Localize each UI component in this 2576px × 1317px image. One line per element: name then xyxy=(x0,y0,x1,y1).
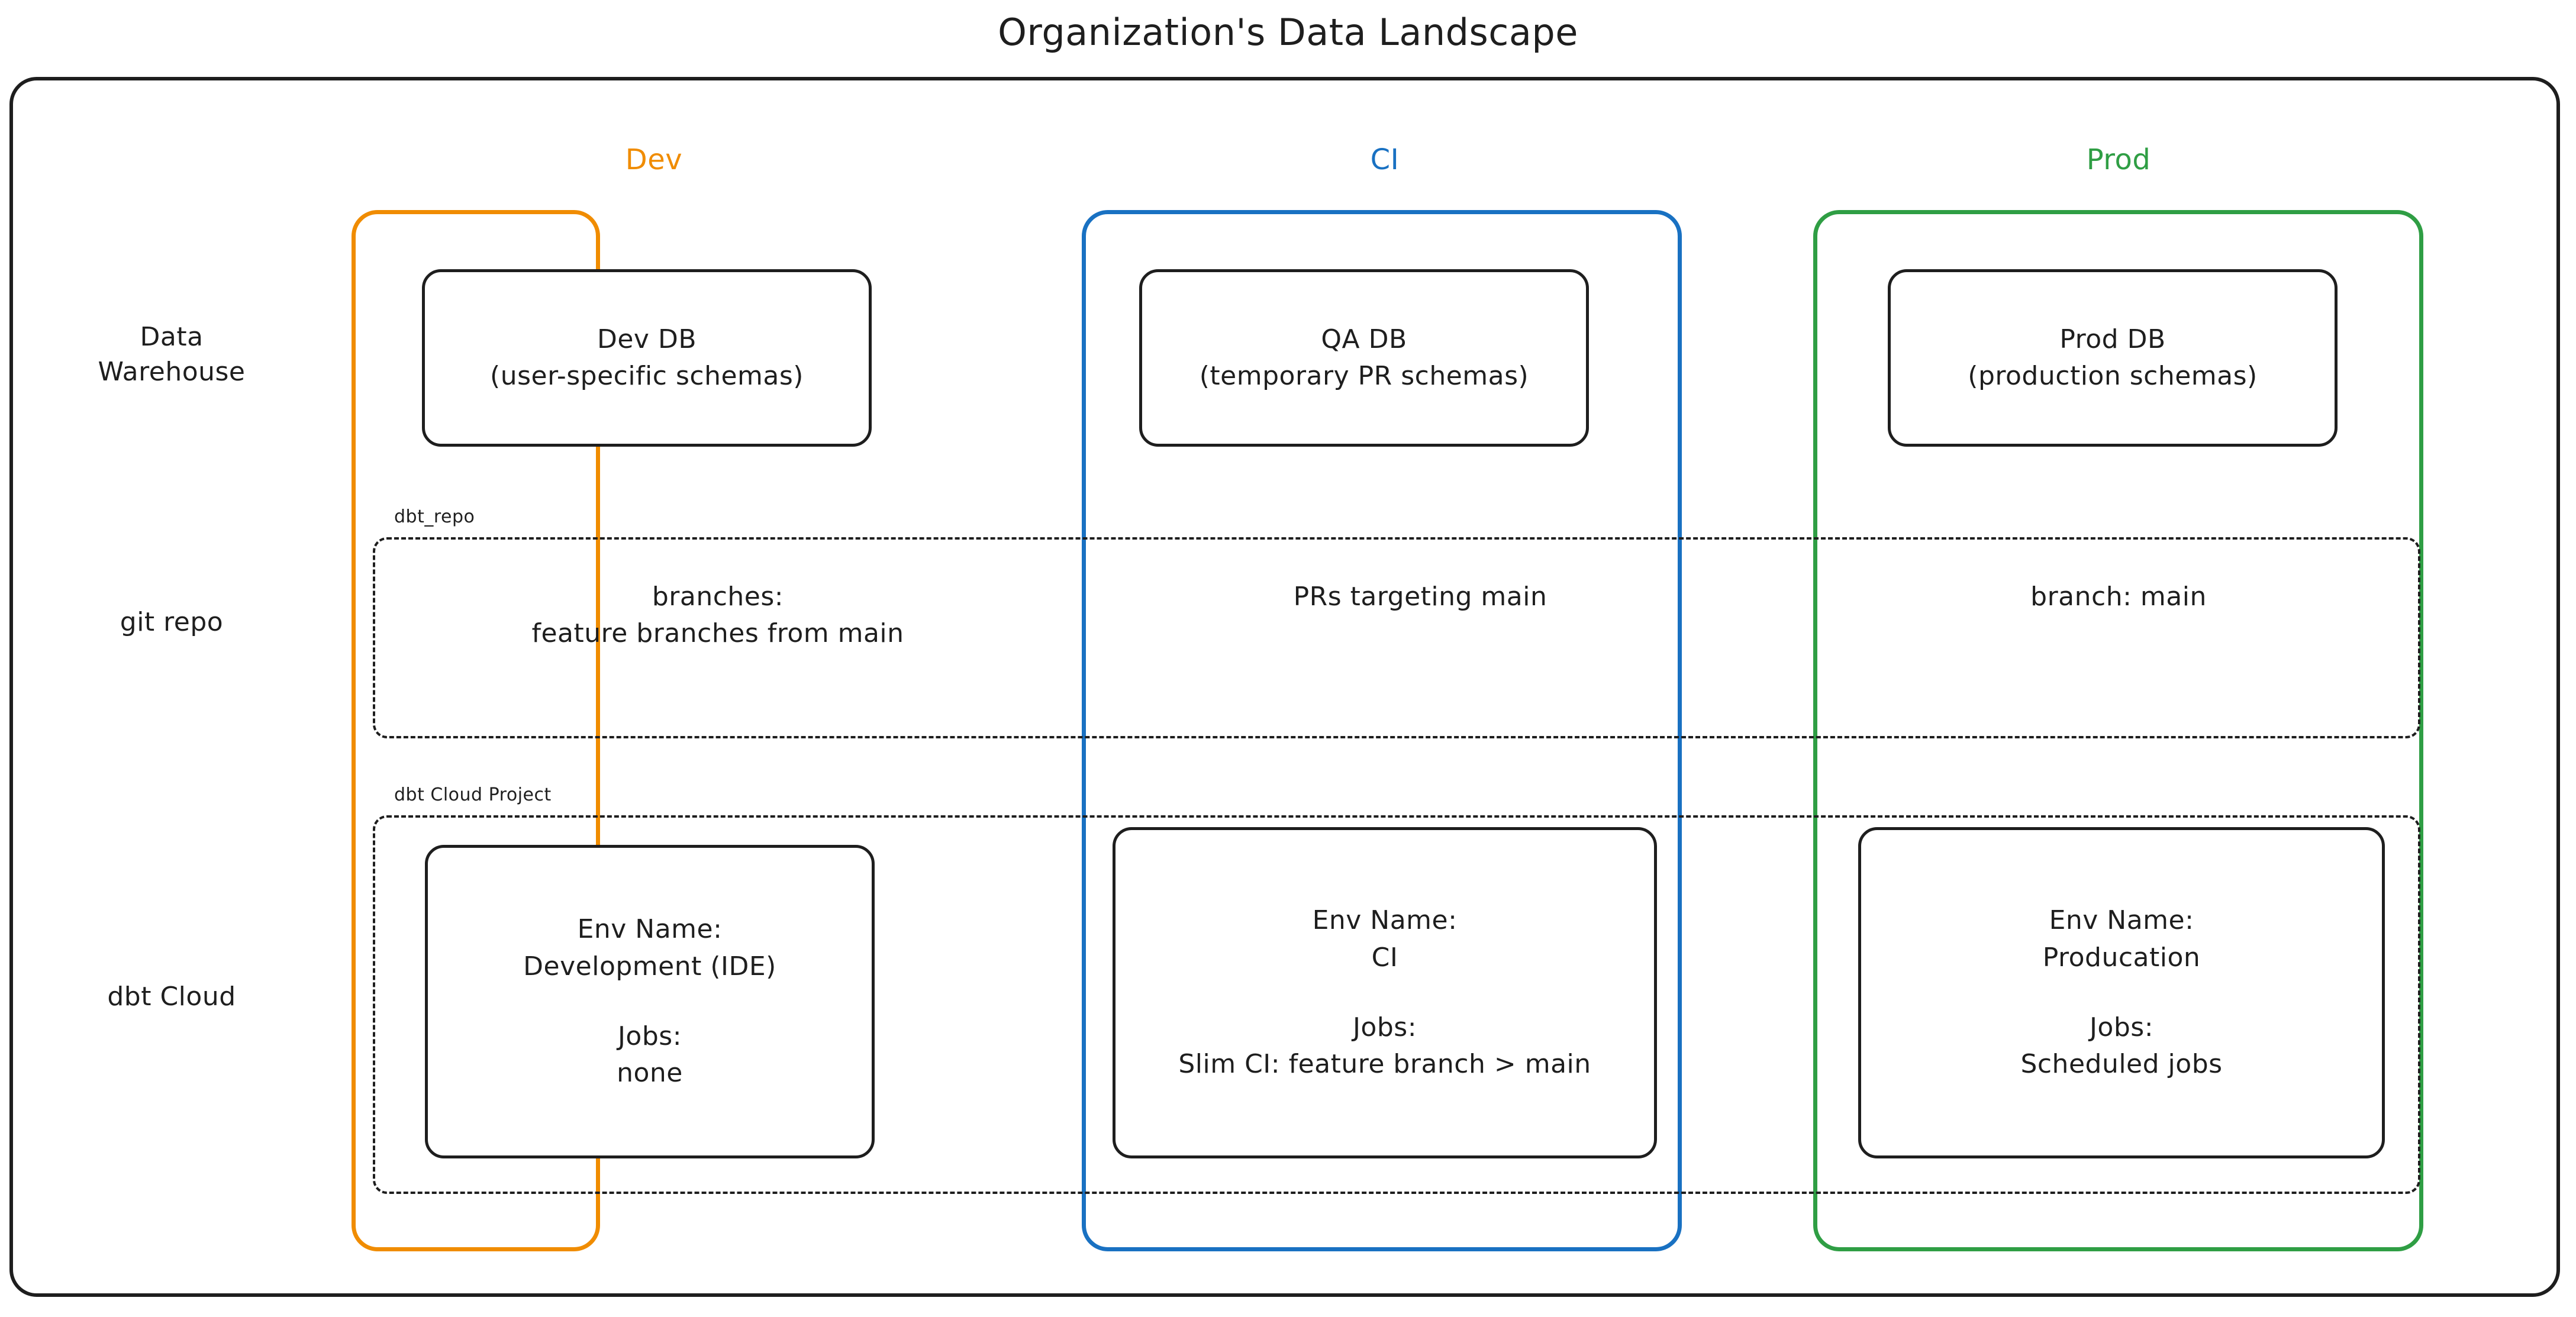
data-warehouse-box-prod-title: Prod DB xyxy=(2059,324,2166,354)
dbt-cloud-env-box-dev-name-label: Env Name: xyxy=(577,914,723,945)
dbt-cloud-env-box-ci-jobs-value: Slim CI: feature branch > main xyxy=(1178,1049,1591,1080)
dbt-cloud-env-box-prod-jobs-value: Scheduled jobs xyxy=(2020,1049,2223,1080)
environment-column-prod xyxy=(1813,210,2423,1251)
row-label-dbt-cloud: dbt Cloud xyxy=(107,982,236,1012)
environment-column-ci xyxy=(1082,210,1682,1251)
data-warehouse-box-prod[interactable]: Prod DB (production schemas) xyxy=(1888,269,2338,447)
git-repo-text-dev: branches: feature branches from main xyxy=(375,579,1061,653)
dbt-cloud-env-box-dev-jobs-label: Jobs: xyxy=(617,1021,682,1051)
dbt-cloud-env-box-prod[interactable]: Env Name: Producation Jobs: Scheduled jo… xyxy=(1858,827,2385,1158)
column-header-ci: CI xyxy=(1370,143,1400,176)
dbt-cloud-env-box-ci[interactable]: Env Name: CI Jobs: Slim CI: feature bran… xyxy=(1113,827,1657,1158)
column-header-dev: Dev xyxy=(625,143,683,176)
dbt-cloud-env-box-ci-name-label: Env Name: xyxy=(1312,905,1458,936)
column-header-prod: Prod xyxy=(2086,143,2151,176)
git-repo-text-dev-line1: branches: xyxy=(652,582,784,612)
environment-column-dev xyxy=(352,210,600,1251)
dbt-cloud-env-box-prod-name-label: Env Name: xyxy=(2049,905,2194,936)
data-warehouse-box-dev-subtitle: (user-specific schemas) xyxy=(490,361,804,391)
dbt-cloud-env-box-prod-name-value: Producation xyxy=(2042,942,2201,973)
row-label-git-repo: git repo xyxy=(120,607,224,637)
dashed-group-dbt-cloud-project-label: dbt Cloud Project xyxy=(391,785,555,805)
row-label-data-warehouse-line1: Data xyxy=(140,322,204,352)
data-warehouse-box-dev[interactable]: Dev DB (user-specific schemas) xyxy=(422,269,872,447)
data-warehouse-box-ci-subtitle: (temporary PR schemas) xyxy=(1199,361,1529,391)
dashed-group-dbt-repo-label: dbt_repo xyxy=(391,506,479,527)
data-warehouse-box-ci-title: QA DB xyxy=(1321,324,1407,354)
dbt-cloud-env-box-ci-name-value: CI xyxy=(1371,942,1398,973)
data-warehouse-box-ci[interactable]: QA DB (temporary PR schemas) xyxy=(1139,269,1589,447)
git-repo-text-ci: PRs targeting main xyxy=(1293,582,1547,612)
dbt-cloud-env-box-dev-jobs-value: none xyxy=(617,1058,683,1089)
dbt-cloud-env-box-dev-name-value: Development (IDE) xyxy=(523,951,776,982)
git-repo-text-prod: branch: main xyxy=(2030,582,2207,612)
dbt-cloud-env-box-ci-jobs-label: Jobs: xyxy=(1352,1012,1417,1042)
page-title: Organization's Data Landscape xyxy=(998,11,1578,54)
dashed-group-dbt-cloud-project: dbt Cloud Project xyxy=(373,785,2420,1194)
dbt-cloud-env-box-dev[interactable]: Env Name: Development (IDE) Jobs: none xyxy=(425,845,875,1158)
data-warehouse-box-dev-title: Dev DB xyxy=(597,324,697,354)
git-repo-text-dev-line2: feature branches from main xyxy=(531,618,904,649)
dbt-cloud-env-box-prod-jobs-label: Jobs: xyxy=(2089,1012,2154,1042)
row-label-data-warehouse: Data Warehouse xyxy=(24,319,320,390)
dashed-group-dbt-repo: dbt_repo xyxy=(373,506,2420,738)
outer-frame xyxy=(9,77,2560,1297)
row-label-data-warehouse-line2: Warehouse xyxy=(98,357,246,388)
data-warehouse-box-prod-subtitle: (production schemas) xyxy=(1968,361,2258,391)
